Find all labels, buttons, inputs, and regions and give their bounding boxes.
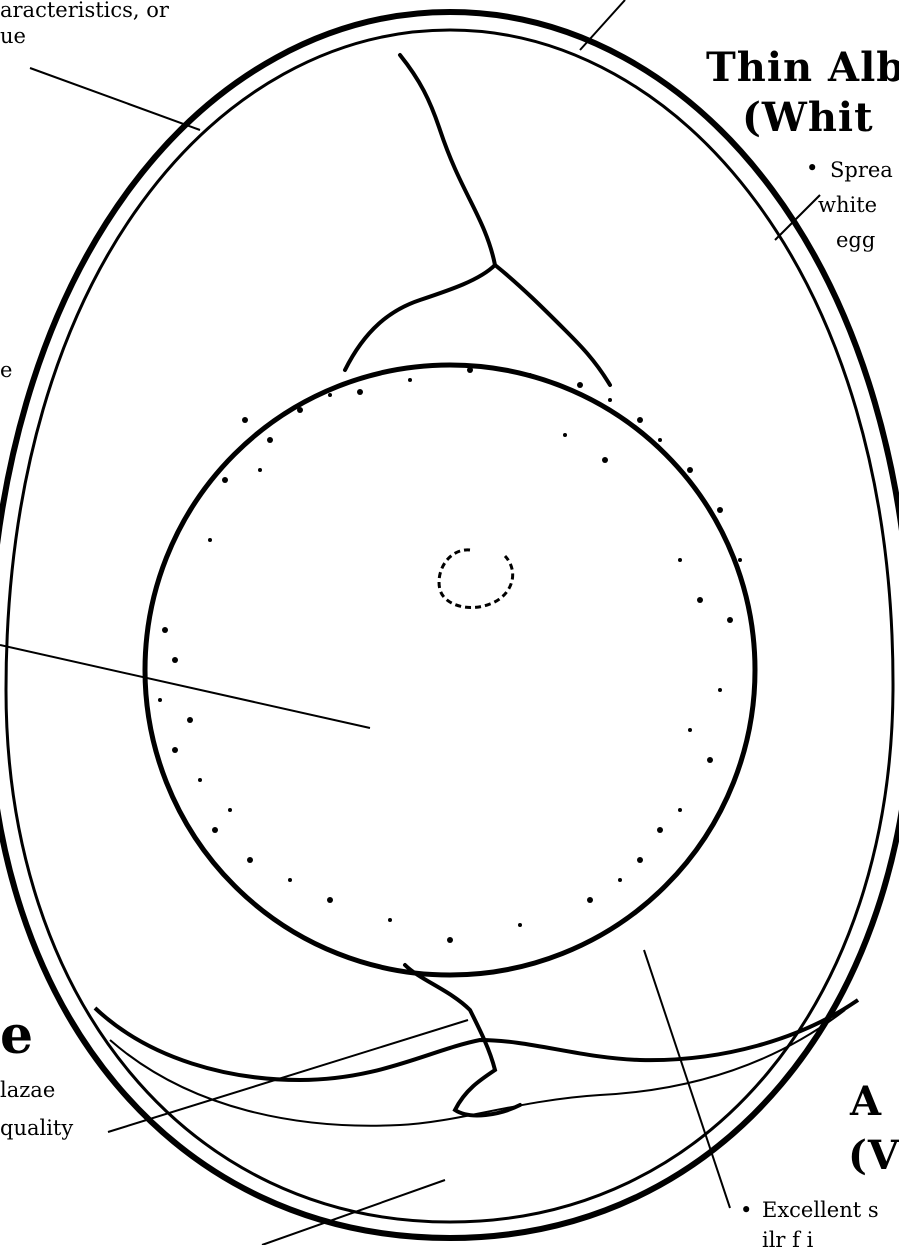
egg-shell-outer (0, 12, 899, 1238)
germinal-disc (439, 550, 513, 608)
leader-yolk (0, 645, 370, 728)
chalaza-top (345, 55, 610, 385)
thick-albumen-title-line2: (V (848, 1136, 899, 1176)
thin-albumen-bullet: • (806, 158, 818, 179)
shell-desc-line2: ue (0, 26, 26, 47)
thin-albumen-title-line1: Thin Alb (706, 48, 899, 88)
yolk-speckles (158, 367, 742, 943)
thin-albumen-desc-line2: white (818, 195, 877, 216)
thin-albumen-desc-line1: Sprea (830, 160, 893, 181)
leader-top (580, 0, 625, 50)
thin-albumen-desc-line3: egg (836, 230, 875, 251)
air-cell-membrane (95, 1000, 858, 1080)
thick-albumen-desc-line1: Excellent s (762, 1200, 879, 1221)
thick-albumen-bullet: • (740, 1200, 752, 1221)
chalazae-title-fragment: e (0, 1010, 33, 1062)
yolk (145, 365, 755, 975)
shell-desc-line1: aracteristics, or (0, 0, 169, 21)
chalazae-desc-line1: lazae (0, 1080, 55, 1101)
chalazae-desc-line2: quality (0, 1118, 73, 1139)
thin-albumen-title-line2: (Whit (742, 98, 874, 138)
thick-albumen-desc-line2: ilr f i (762, 1230, 813, 1251)
leader-shell (30, 68, 200, 130)
yolk-desc-fragment: e (0, 360, 12, 381)
thick-albumen-title-line1: A (850, 1082, 882, 1122)
